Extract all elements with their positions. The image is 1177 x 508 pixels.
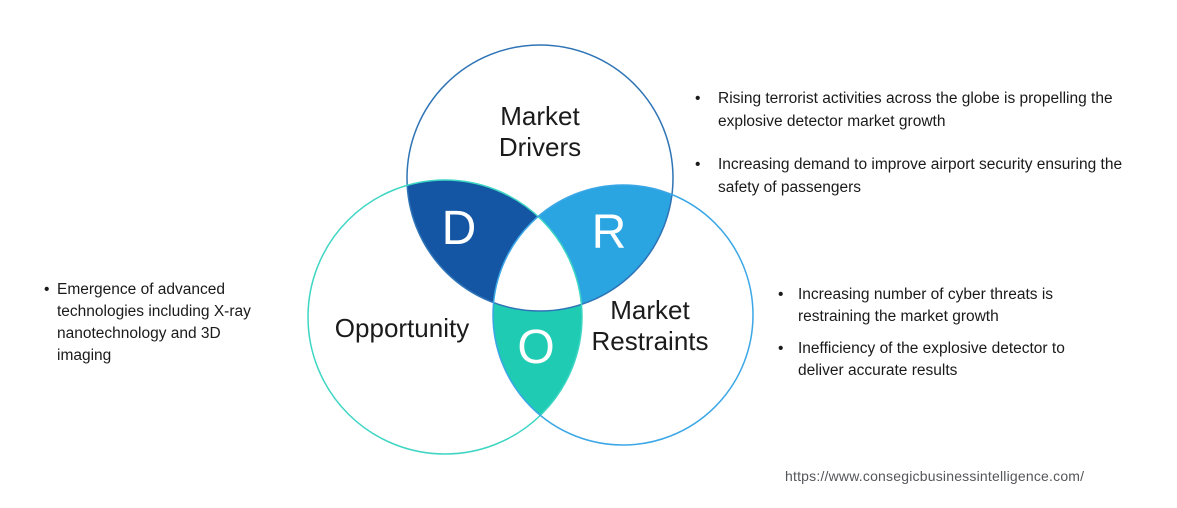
bullet-icon: •	[695, 156, 701, 173]
market-restraints-label: Market Restraints	[591, 295, 709, 356]
restraints-circle	[492, 184, 754, 446]
bullet-item: • Increasing number of cyber threats is …	[778, 284, 1078, 328]
bullet-icon: •	[695, 90, 701, 107]
opportunity-label: Opportunity	[334, 313, 470, 343]
drivers-letter: D	[441, 202, 477, 255]
source-url: https://www.consegicbusinessintelligence…	[785, 468, 1085, 484]
bullet-item: • Rising terrorist activities across the…	[695, 87, 1135, 133]
bullet-item: • Emergence of advanced technologies inc…	[44, 279, 284, 367]
bullet-item: • Inefficiency of the explosive detector…	[778, 338, 1078, 382]
restraints-bullet-list: • Increasing number of cyber threats is …	[778, 284, 1078, 382]
bullet-icon: •	[778, 340, 784, 357]
opportunity-letter: O	[517, 321, 555, 374]
bullet-text: Emergence of advanced technologies inclu…	[57, 281, 251, 364]
drivers-bullet-list: • Rising terrorist activities across the…	[695, 87, 1135, 199]
drivers-restraints-overlap	[493, 185, 673, 311]
bullet-text: Inefficiency of the explosive detector t…	[798, 340, 1065, 379]
bullet-icon: •	[778, 286, 784, 303]
market-drivers-label: Market Drivers	[498, 101, 582, 162]
opportunity-bullet-list: • Emergence of advanced technologies inc…	[44, 279, 284, 367]
bullet-icon: •	[44, 281, 50, 298]
bullet-text: Rising terrorist activities across the g…	[718, 90, 1113, 130]
bullet-text: Increasing demand to improve airport sec…	[718, 156, 1123, 196]
drivers-circle	[406, 44, 674, 312]
restraints-letter: R	[591, 206, 627, 259]
bullet-text: Increasing number of cyber threats is re…	[798, 286, 1054, 325]
bullet-item: • Increasing demand to improve airport s…	[695, 153, 1135, 199]
drivers-opportunity-overlap	[407, 180, 582, 311]
opportunity-circle	[307, 179, 583, 455]
